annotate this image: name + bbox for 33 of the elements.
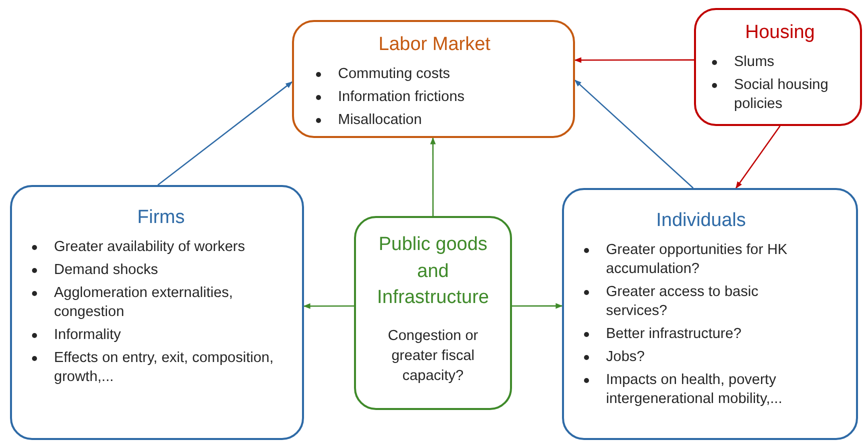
- rounded-box: [10, 185, 304, 440]
- bullet-text: Better infrastructure?: [606, 326, 742, 342]
- bullet-text: Effects on entry, exit, composition, growth,...: [54, 350, 274, 386]
- bullet-text: Greater availability of workers: [54, 238, 245, 255]
- bullet-text: Slums: [734, 54, 774, 70]
- box-heading: Public goods and Infrastructure: [376, 233, 490, 310]
- box-heading: Housing: [744, 21, 816, 45]
- bullet-text: Jobs?: [606, 349, 645, 366]
- arrow: [574, 80, 694, 188]
- arrow: [574, 57, 694, 63]
- bullet-text: Greater opportunities for HK accumulation?: [606, 242, 788, 277]
- rounded-box: [354, 216, 512, 410]
- bullet-text: Informality: [54, 327, 121, 344]
- arrow: [157, 81, 293, 186]
- arrow: [303, 303, 354, 309]
- box-heading: Labor Market: [378, 33, 492, 57]
- box-heading: Firms: [136, 206, 186, 230]
- rounded-box: [562, 188, 858, 440]
- arrow: [736, 126, 781, 189]
- bullet-text: Misallocation: [338, 112, 422, 128]
- bullet-text: Agglomeration externalities, congestion: [54, 284, 233, 320]
- bullet-text: Information frictions: [338, 88, 465, 105]
- arrow: [430, 137, 436, 216]
- bullet-text: Demand shocks: [54, 262, 158, 278]
- box-heading: Individuals: [655, 209, 747, 233]
- rounded-box: [694, 8, 862, 126]
- bullet-text: Social housing policies: [734, 76, 828, 112]
- box-text: Congestion or greater fiscal capacity?: [386, 326, 480, 386]
- bullet-text: Commuting costs: [338, 66, 450, 82]
- rounded-box: [292, 20, 575, 138]
- bullet-text: Greater access to basic services?: [606, 284, 758, 319]
- bullet-text: Impacts on health, poverty intergenerational mobility,...: [606, 372, 782, 408]
- arrow: [512, 303, 563, 309]
